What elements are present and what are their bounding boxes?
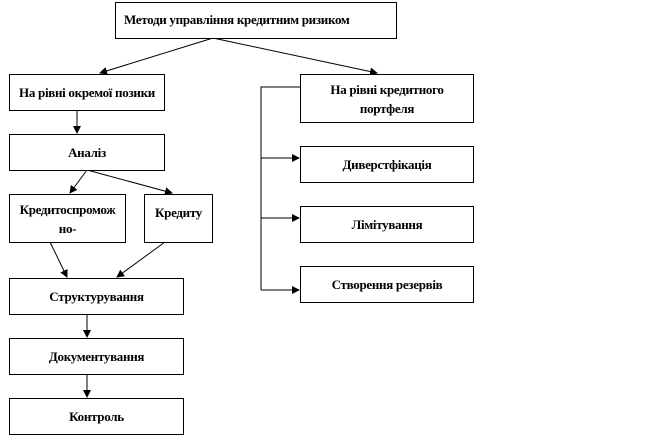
portfolio-level-text: На рівні кредитного портфеля (330, 81, 444, 116)
documentation-box: Документування (9, 338, 184, 375)
reserves-text: Створення резервів (331, 277, 443, 292)
arrow-title-to-loan (99, 37, 214, 75)
title-box: Методи управління кредитним ризиком (115, 2, 397, 39)
title-text: Методи управління кредитним ризиком (124, 12, 350, 27)
portfolio-bracket (260, 86, 300, 290)
control-text: Контроль (69, 409, 124, 424)
structuring-text: Структурування (49, 289, 144, 304)
documentation-text: Документування (48, 349, 145, 364)
credit-box: Кредиту (144, 194, 213, 243)
arrow-creditworthiness-to-structuring (49, 241, 68, 278)
creditworthiness-box: Кредитоспроможно- (9, 194, 126, 243)
arrow-analysis-to-creditworthiness (69, 169, 88, 194)
diversification-box: Диверстфікація (300, 146, 474, 183)
structuring-box: Структурування (9, 278, 184, 315)
portfolio-level-box: На рівні кредитного портфеля (300, 74, 474, 123)
loan-level-text: На рівні окремої позики (19, 85, 155, 100)
limiting-text: Лімітування (351, 217, 423, 232)
analysis-box: Аналіз (9, 134, 165, 171)
arrow-credit-to-structuring (116, 241, 166, 278)
reserves-box: Створення резервів (300, 266, 474, 303)
arrow-analysis-to-credit (86, 169, 173, 196)
control-box: Контроль (9, 398, 184, 435)
loan-level-box: На рівні окремої позики (9, 74, 165, 111)
analysis-text: Аналіз (68, 145, 106, 160)
limiting-box: Лімітування (300, 206, 474, 243)
diversification-text: Диверстфікація (342, 157, 432, 172)
creditworthiness-text: Кредитоспроможно- (19, 201, 116, 236)
arrow-title-to-portfolio (212, 37, 378, 76)
credit-text: Кредиту (155, 205, 202, 220)
